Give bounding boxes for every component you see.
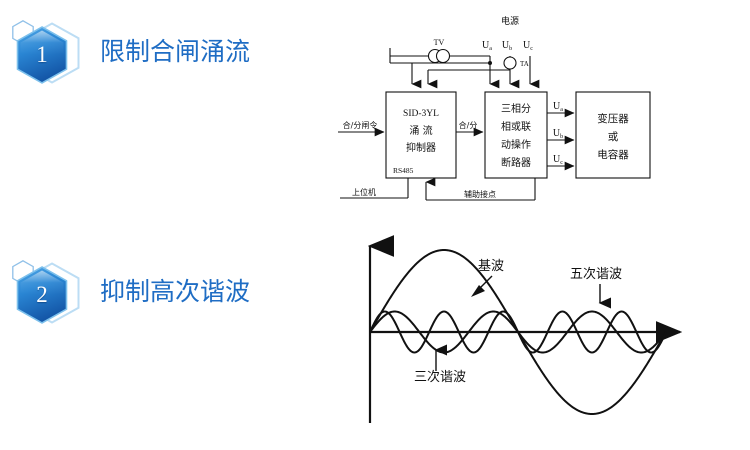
badge-1: 1 [6, 18, 82, 84]
block-diagram-figure: 电源 Ua Ub Uc TV TA 合/分闸令 合/分 SID-3YL 涌 流 … [330, 8, 746, 213]
phase-label-b: Ub [502, 40, 512, 52]
annotation-fundamental-label: 基波 [478, 259, 504, 274]
block-breaker-line-1: 三相分 [501, 102, 531, 115]
block-breaker-line-4: 断路器 [501, 156, 531, 169]
annotation-fundamental: 基波 [471, 259, 504, 297]
block-suppressor-line-1: SID-3YL [403, 109, 439, 119]
annotation-fundamental-arrow [471, 285, 485, 297]
block-suppressor-line-3: 抑制器 [406, 141, 436, 154]
annotation-third-label: 三次谐波 [414, 369, 466, 385]
section-suppress-harmonics: 2 抑制高次谐波 [0, 256, 340, 326]
phase-label-a: Ua [482, 40, 492, 52]
annotation-third: 三次谐波 [414, 344, 466, 385]
block-suppressor-line-2: 涌 流 [409, 124, 432, 137]
host-label: 上位机 [352, 187, 376, 197]
output-label-a: Ua [553, 101, 563, 113]
output-label-c: Uc [553, 154, 563, 166]
input-command-label: 合/分闸令 [343, 120, 378, 130]
annotation-fifth-label: 五次谐波 [570, 266, 622, 282]
section-title-2: 抑制高次谐波 [100, 276, 251, 306]
hexagon-filled-icon [16, 266, 68, 324]
block-load-line-1: 变压器 [597, 112, 629, 125]
source-label: 电源 [501, 15, 519, 27]
ta-label: TA [520, 60, 529, 68]
series-fifth-harmonic [369, 310, 667, 354]
tv-label: TV [434, 38, 445, 47]
harmonic-wave-chart: 基波 五次谐波 三次谐波 [348, 228, 748, 448]
block-load-line-3: 电容器 [597, 148, 629, 161]
phase-label-c: Uc [523, 40, 533, 52]
block-suppressor-footer: RS485 [393, 166, 414, 175]
mid-command-label: 合/分 [459, 120, 478, 130]
section-title-1: 限制合闸涌流 [100, 36, 251, 66]
hexagon-filled-icon [16, 26, 68, 84]
annotation-fifth: 五次谐波 [570, 266, 622, 309]
block-load-line-2: 或 [608, 131, 619, 143]
badge-2: 2 [6, 258, 82, 324]
block-breaker-line-2: 相或联 [501, 120, 531, 133]
section-limit-inrush: 1 限制合闸涌流 [0, 16, 340, 86]
aux-contact-label: 辅助接点 [464, 189, 496, 199]
output-label-b: Ub [553, 128, 563, 140]
block-breaker-line-3: 动操作 [501, 138, 531, 151]
